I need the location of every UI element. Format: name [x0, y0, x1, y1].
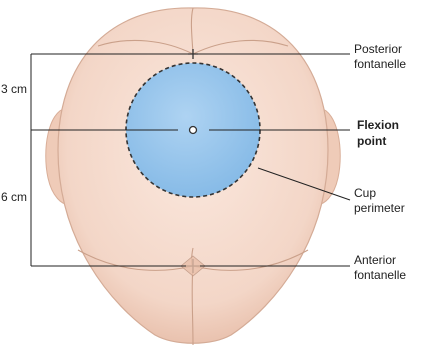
anterior-label-line2: fontanelle	[354, 268, 406, 282]
flexion-label-line2: point	[357, 134, 386, 148]
dimension-upper-label: 3 cm	[0, 82, 28, 96]
cup-label-line2: perimeter	[354, 201, 405, 215]
dimension-lower-label: 6 cm	[0, 190, 28, 204]
posterior-label-line2: fontanelle	[354, 57, 406, 71]
posterior-label-line1: Posterior	[354, 42, 402, 56]
cup-label-line1: Cup	[354, 186, 376, 200]
flexion-label-line1: Flexion	[357, 118, 399, 132]
flexion-point-marker	[190, 127, 197, 134]
anterior-label-line1: Anterior	[354, 253, 396, 267]
